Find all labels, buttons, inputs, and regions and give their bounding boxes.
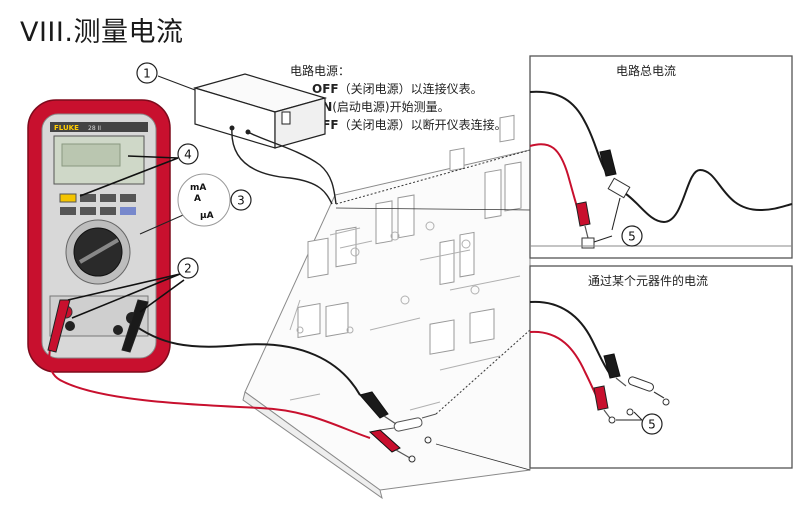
svg-text:5: 5	[648, 418, 656, 432]
svg-text:FLUKE: FLUKE	[54, 124, 79, 132]
svg-text:2: 2	[184, 262, 192, 276]
leader-line-bottom	[435, 329, 531, 415]
panel-title-component-current: 通过某个元器件的电流	[588, 274, 709, 288]
page-title: VIII.测量电流	[20, 17, 184, 48]
svg-text:mA: mA	[190, 183, 206, 193]
multimeter: FLUKE 28 II	[27, 99, 171, 373]
svg-text:5: 5	[628, 230, 636, 244]
svg-text:1: 1	[143, 67, 151, 81]
circuit-board	[242, 114, 531, 500]
callout-4: 4	[79, 143, 199, 197]
leader-line-bottom-2	[435, 443, 531, 471]
panel-total-current: 5	[529, 55, 793, 259]
callout-2: 2	[67, 257, 199, 319]
callout-3: mA A µA 3	[139, 173, 252, 235]
panel-title-total-current: 电路总电流	[616, 64, 677, 78]
svg-text:3: 3	[237, 194, 245, 208]
svg-text:A: A	[194, 194, 201, 204]
board-resistor	[379, 413, 437, 432]
supply-wire-1	[231, 127, 333, 205]
power-note-heading: 电路电源：	[290, 64, 351, 78]
svg-text:4: 4	[184, 148, 192, 162]
test-leads	[47, 299, 432, 463]
svg-text:28 II: 28 II	[88, 125, 101, 132]
leader-line-top-2	[335, 207, 531, 211]
supply-wire-2	[247, 131, 337, 205]
callout-1: 1	[136, 62, 196, 91]
leader-line-top	[335, 149, 531, 205]
svg-text:µA: µA	[200, 211, 214, 221]
panel-component-current: 5	[529, 265, 793, 469]
power-supply	[192, 73, 328, 149]
power-step-1: OFF（关闭电源）以连接仪表。	[312, 82, 483, 96]
